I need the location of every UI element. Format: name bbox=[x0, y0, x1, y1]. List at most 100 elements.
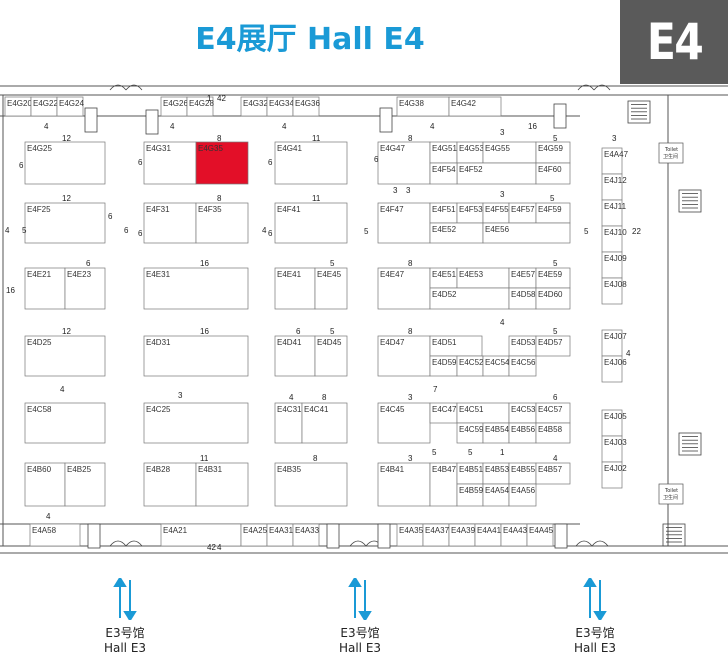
booth-e4e23[interactable]: E4E23 bbox=[64, 267, 106, 310]
booth-e4e59[interactable]: E4E59 bbox=[535, 267, 571, 289]
booth-e4c58[interactable]: E4C58 bbox=[24, 402, 106, 444]
booth-e4d25[interactable]: E4D25 bbox=[24, 335, 106, 377]
booth-e4b59[interactable]: E4B59 bbox=[456, 483, 484, 507]
booth-e4b54[interactable]: E4B54 bbox=[482, 422, 510, 444]
booth-e4d53[interactable]: E4D53 bbox=[508, 335, 537, 357]
booth-e4j11[interactable]: E4J11 bbox=[601, 199, 627, 227]
booth-e4j07[interactable]: E4J07 bbox=[601, 329, 627, 357]
booth-e4j05[interactable]: E4J05 bbox=[601, 409, 627, 437]
booth-e4a21[interactable]: E4A21 bbox=[160, 523, 242, 547]
booth-e4c45[interactable]: E4C45 bbox=[377, 402, 431, 444]
booth-e4d59[interactable]: E4D59 bbox=[429, 355, 458, 377]
booth-e4b56[interactable]: E4B56 bbox=[508, 422, 537, 444]
booth-e4j12[interactable]: E4J12 bbox=[601, 173, 627, 201]
booth-e4g34[interactable]: E4G34 bbox=[266, 96, 294, 117]
booth-e4a35[interactable]: E4A35 bbox=[396, 523, 424, 547]
booth-e4f51[interactable]: E4F51 bbox=[429, 202, 458, 224]
booth-e4e51[interactable]: E4E51 bbox=[429, 267, 458, 289]
booth-e4f47[interactable]: E4F47 bbox=[377, 202, 431, 244]
booth-e4f54[interactable]: E4F54 bbox=[429, 162, 458, 185]
booth-e4g20[interactable]: E4G20 bbox=[4, 96, 32, 117]
booth-e4c57[interactable]: E4C57 bbox=[535, 402, 571, 424]
booth-e4d60[interactable]: E4D60 bbox=[535, 287, 571, 310]
booth-e4b60[interactable]: E4B60 bbox=[24, 462, 66, 507]
booth-e4g38[interactable]: E4G38 bbox=[396, 96, 450, 117]
booth-e4g53[interactable]: E4G53 bbox=[456, 141, 484, 164]
booth-e4f25[interactable]: E4F25 bbox=[24, 202, 106, 244]
booth-e4d31[interactable]: E4D31 bbox=[143, 335, 249, 377]
exit-hall-e3-left[interactable]: E3号馆 Hall E3 bbox=[80, 578, 170, 656]
booth-e4b35[interactable]: E4B35 bbox=[274, 462, 348, 507]
booth-e4g24[interactable]: E4G24 bbox=[56, 96, 84, 117]
booth-e4c41[interactable]: E4C41 bbox=[301, 402, 348, 444]
booth-e4g35[interactable]: E4G35 bbox=[195, 141, 249, 185]
booth-e4c56[interactable]: E4C56 bbox=[508, 355, 537, 377]
booth-e4g26[interactable]: E4G26 bbox=[160, 96, 188, 117]
booth-e4a56[interactable]: E4A56 bbox=[508, 483, 537, 507]
booth-e4a43[interactable]: E4A43 bbox=[500, 523, 528, 547]
booth-e4j03[interactable]: E4J03 bbox=[601, 435, 627, 463]
booth-e4j02[interactable]: E4J02 bbox=[601, 461, 627, 489]
booth-e4e52[interactable]: E4E52 bbox=[429, 222, 484, 244]
booth-e4e56[interactable]: E4E56 bbox=[482, 222, 571, 244]
booth-e4d58[interactable]: E4D58 bbox=[508, 287, 537, 310]
exit-hall-e3-right[interactable]: E3号馆 Hall E3 bbox=[550, 578, 640, 656]
booth-e4f53[interactable]: E4F53 bbox=[456, 202, 484, 224]
booth-e4f57[interactable]: E4F57 bbox=[508, 202, 537, 224]
booth-e4g51[interactable]: E4G51 bbox=[429, 141, 457, 164]
booth-e4g22[interactable]: E4G22 bbox=[30, 96, 58, 117]
booth-e4f31[interactable]: E4F31 bbox=[143, 202, 197, 244]
booth-e4e31[interactable]: E4E31 bbox=[143, 267, 249, 310]
booth-e4c51[interactable]: E4C51 bbox=[456, 402, 510, 424]
booth-e4c54[interactable]: E4C54 bbox=[482, 355, 510, 377]
booth-e4g36[interactable]: E4G36 bbox=[292, 96, 320, 117]
booth-e4g32[interactable]: E4G32 bbox=[240, 96, 268, 117]
booth-e4c47[interactable]: E4C47 bbox=[429, 402, 458, 424]
booth-e4b53[interactable]: E4B53 bbox=[482, 462, 510, 485]
booth-e4g41[interactable]: E4G41 bbox=[274, 141, 348, 185]
booth-e4b47[interactable]: E4B47 bbox=[429, 462, 458, 507]
booth-e4j08[interactable]: E4J08 bbox=[601, 277, 627, 305]
booth-e4e53[interactable]: E4E53 bbox=[456, 267, 510, 289]
booth-e4d51[interactable]: E4D51 bbox=[429, 335, 483, 357]
booth-e4b55[interactable]: E4B55 bbox=[508, 462, 537, 485]
booth-e4e57[interactable]: E4E57 bbox=[508, 267, 537, 289]
booth-e4c31[interactable]: E4C31 bbox=[274, 402, 303, 444]
booth-e4a58[interactable]: E4A58 bbox=[29, 523, 81, 547]
booth-e4f55[interactable]: E4F55 bbox=[482, 202, 510, 224]
booth-e4e41[interactable]: E4E41 bbox=[274, 267, 316, 310]
booth-e4a41[interactable]: E4A41 bbox=[474, 523, 502, 547]
booth-e4c52[interactable]: E4C52 bbox=[456, 355, 484, 377]
booth-e4b41[interactable]: E4B41 bbox=[377, 462, 431, 507]
booth-e4a39[interactable]: E4A39 bbox=[448, 523, 476, 547]
booth-e4c53[interactable]: E4C53 bbox=[508, 402, 537, 424]
exit-hall-e3-center[interactable]: E3号馆 Hall E3 bbox=[315, 578, 405, 656]
booth-e4e21[interactable]: E4E21 bbox=[24, 267, 66, 310]
booth-e4f59[interactable]: E4F59 bbox=[535, 202, 571, 224]
booth-e4g31[interactable]: E4G31 bbox=[143, 141, 197, 185]
booth-e4f41[interactable]: E4F41 bbox=[274, 202, 348, 244]
booth-e4a31[interactable]: E4A31 bbox=[266, 523, 294, 547]
booth-e4e45[interactable]: E4E45 bbox=[314, 267, 348, 310]
booth-e4c25[interactable]: E4C25 bbox=[143, 402, 249, 444]
booth-e4g28[interactable]: E4G28 bbox=[186, 96, 214, 117]
booth-e4b51[interactable]: E4B51 bbox=[456, 462, 484, 485]
booth-e4d45[interactable]: E4D45 bbox=[314, 335, 348, 377]
booth-e4j10[interactable]: E4J10 bbox=[601, 225, 627, 253]
booth-e4j09[interactable]: E4J09 bbox=[601, 251, 627, 279]
booth-e4f52[interactable]: E4F52 bbox=[456, 162, 537, 185]
booth-e4c59[interactable]: E4C59 bbox=[456, 422, 484, 444]
booth-e4a45[interactable]: E4A45 bbox=[526, 523, 554, 547]
booth-e4d52[interactable]: E4D52 bbox=[429, 287, 510, 310]
booth-e4a47[interactable]: E4A47 bbox=[601, 147, 629, 175]
booth-e4a25[interactable]: E4A25 bbox=[240, 523, 268, 547]
booth-e4d41[interactable]: E4D41 bbox=[274, 335, 316, 377]
booth-e4f35[interactable]: E4F35 bbox=[195, 202, 249, 244]
booth-e4j06[interactable]: E4J06 bbox=[601, 355, 627, 383]
booth-e4a54[interactable]: E4A54 bbox=[482, 483, 510, 507]
booth-e4b28[interactable]: E4B28 bbox=[143, 462, 197, 507]
booth-e4b25[interactable]: E4B25 bbox=[64, 462, 106, 507]
booth-e4a33[interactable]: E4A33 bbox=[292, 523, 320, 547]
booth-e4b31[interactable]: E4B31 bbox=[195, 462, 249, 507]
booth-e4b57[interactable]: E4B57 bbox=[535, 462, 571, 485]
